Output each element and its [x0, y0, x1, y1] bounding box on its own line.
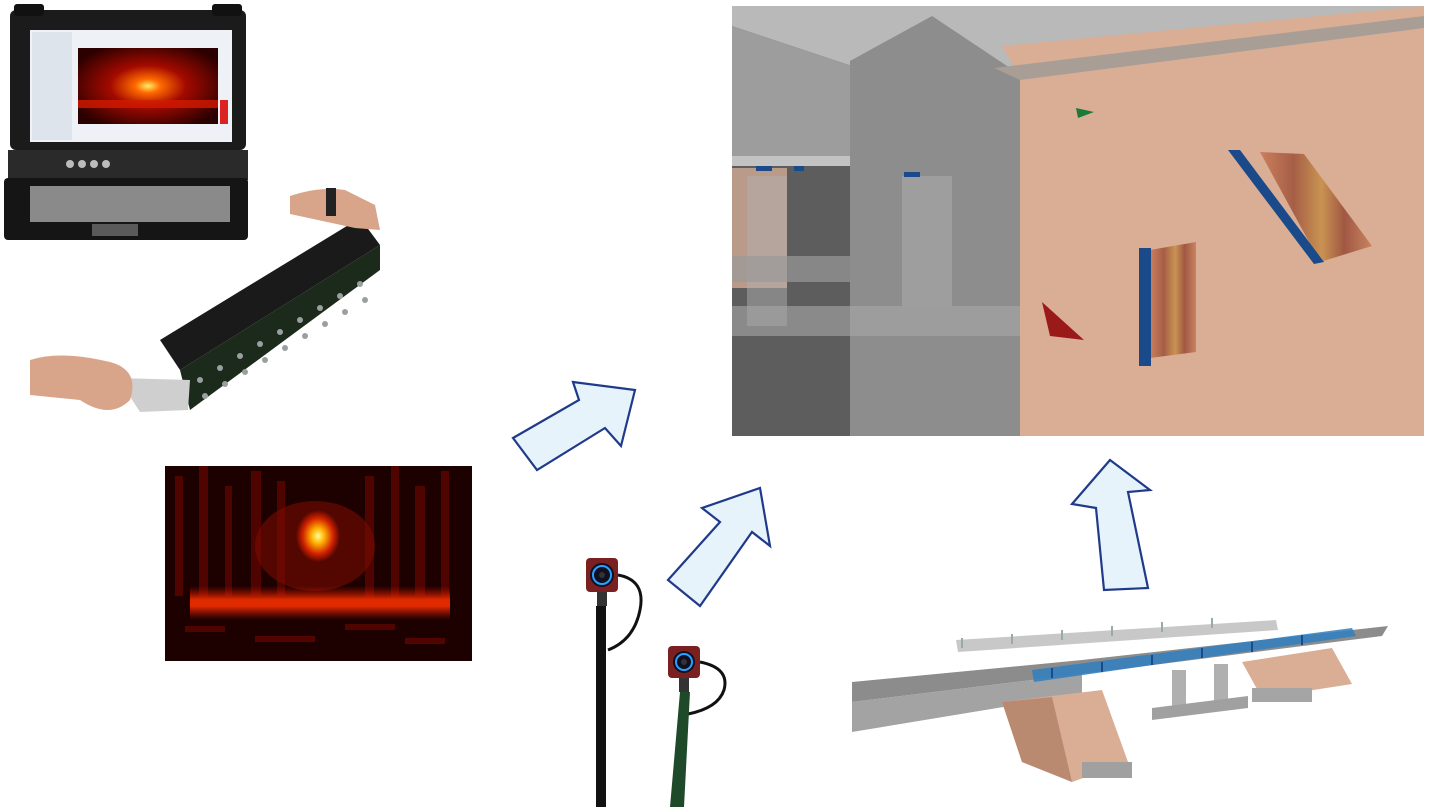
arrow-cameras-to-bim [660, 480, 780, 610]
arrow-ultrasound-to-bim [505, 370, 645, 480]
arrow-bridge-to-bim [1062, 452, 1162, 597]
camera-icon [668, 646, 725, 807]
laptop-icon [4, 4, 248, 240]
ultrasonic-device [0, 0, 400, 430]
bridge-model [852, 612, 1392, 807]
camera-icon [586, 558, 641, 807]
ultrasound-image [165, 466, 472, 661]
bim-visualization [732, 6, 1424, 436]
